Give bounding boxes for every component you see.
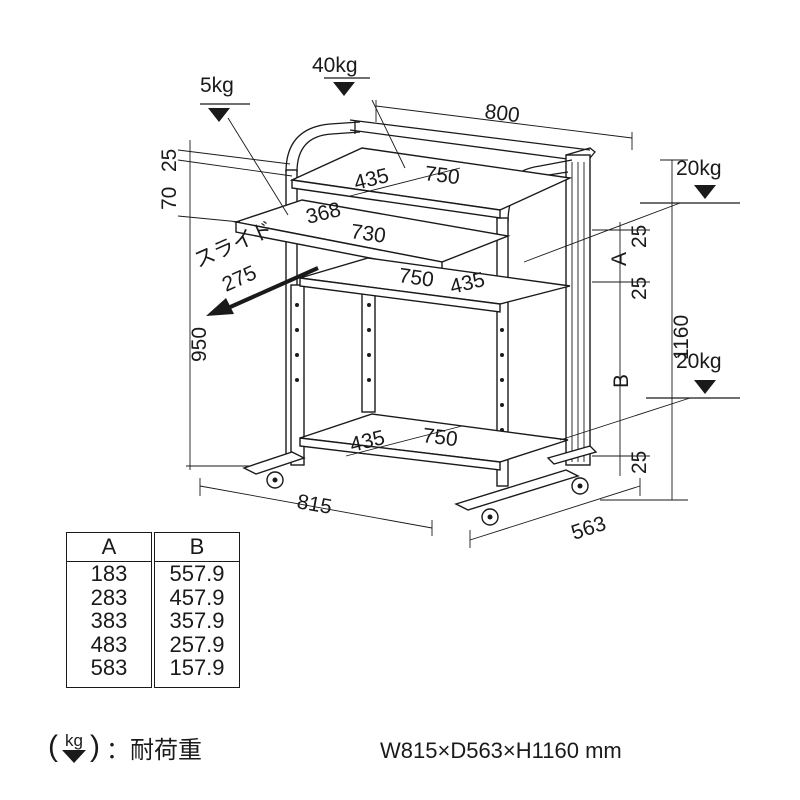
svg-text:1160: 1160 [670,315,693,360]
table-b-row: 157.9 [169,655,225,680]
casters [266,471,589,526]
svg-text:40kg: 40kg [312,54,358,77]
table-a: A 183 283 383 483 583 [66,532,152,688]
svg-text:275: 275 [219,261,260,296]
svg-text:70: 70 [158,187,181,210]
svg-text:スライド: スライド [191,217,277,272]
top-rails [349,119,591,161]
legend-paren-close: ) [90,730,100,763]
load-marker-tray: 5kg [200,74,289,216]
dim-tray-width: 730 [349,220,387,248]
front-left-upright [290,284,376,466]
load-marker-top: 40kg [312,54,406,169]
table-b-row: 557.9 [169,561,225,586]
right-rear-post [565,147,596,466]
svg-text:815: 815 [295,490,334,519]
overall-size: W815×D563×H1160 mm [380,738,622,763]
svg-text:25: 25 [628,225,651,248]
svg-text:950: 950 [188,327,211,362]
down-triangle-icon [62,749,86,763]
svg-text:A: A [608,252,631,266]
table-b-row: 257.9 [169,631,225,657]
load-marker-bottom: 20kg [559,350,740,441]
load-legend: ( kg ) ：耐荷重 [48,722,202,772]
dim-middle-width: 750 [397,264,435,292]
base-feet [242,445,598,511]
svg-text:20kg: 20kg [676,350,722,373]
svg-text:800: 800 [483,100,521,127]
table-a-row: 483 [90,631,128,657]
svg-text:563: 563 [568,512,608,545]
kg-weight-icon: kg [62,730,86,763]
dim-left-vertical: 25 70 950 [158,140,293,470]
table-a-header: A [67,533,151,562]
legend-paren-open: ( [48,730,58,763]
table-b-row: 457.9 [169,584,225,610]
table-a-row: 183 [90,561,128,586]
load-marker-middle: 20kg [523,157,740,263]
legend-kg-label: kg [65,730,83,750]
table-b-row: 357.9 [169,608,225,633]
svg-text:20kg: 20kg [676,157,722,180]
dim-right-vertical: 25 A 25 B 25 1160 [592,159,693,501]
table-b: B 557.9 457.9 357.9 257.9 157.9 [154,532,240,688]
svg-text:5kg: 5kg [200,74,234,97]
svg-text:25: 25 [158,149,181,172]
legend-description: ：耐荷重 [106,736,202,764]
dim-width-815: 815 [199,478,433,536]
svg-text:25: 25 [628,277,651,300]
table-a-row: 283 [90,584,128,610]
dim-width-800: 800 [375,100,633,150]
svg-text:B: B [610,374,633,388]
table-b-header: B [155,533,239,562]
svg-text:25: 25 [628,451,651,474]
table-a-row: 383 [90,608,128,633]
table-a-row: 583 [90,655,128,680]
